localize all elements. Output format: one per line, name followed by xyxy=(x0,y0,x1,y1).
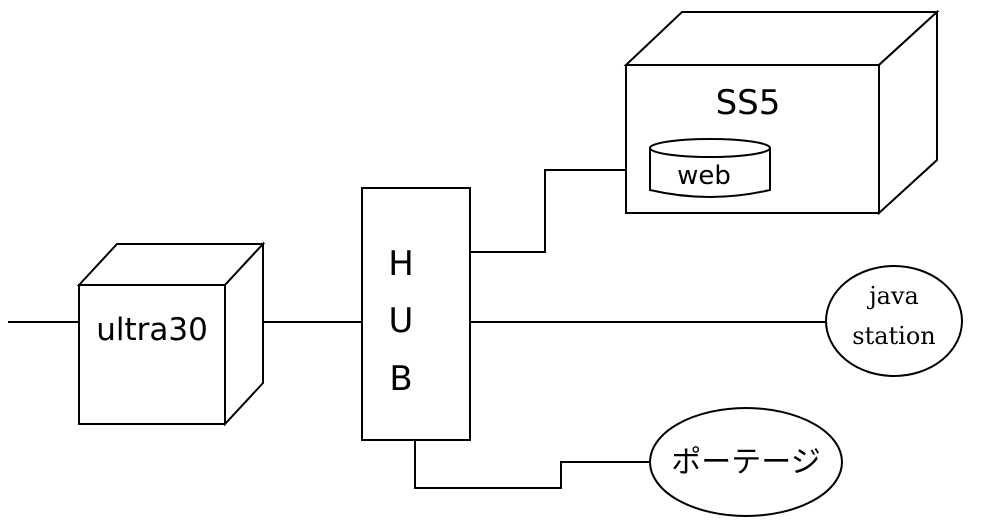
portage-label: ポーテージ xyxy=(671,445,820,480)
ss5-node: SS5 web xyxy=(623,9,940,216)
web-db-body xyxy=(649,148,771,198)
ultra30-front-face xyxy=(78,284,226,425)
ultra30-label: ultra30 xyxy=(96,312,208,348)
hub-letter-h: H xyxy=(388,244,414,284)
hub-letter-u: U xyxy=(389,301,414,341)
portage-node: ポーテージ xyxy=(649,407,843,517)
java-station-ellipse xyxy=(825,265,963,377)
portage-ellipse xyxy=(649,407,843,517)
java-station-node: java station xyxy=(825,265,963,377)
ultra30-node: ultra30 xyxy=(76,241,266,427)
web-database-icon: web xyxy=(649,138,771,198)
hub-letter-b: B xyxy=(389,359,412,399)
hub-box xyxy=(361,187,471,441)
java-station-label-line1: java xyxy=(866,282,919,310)
hub-portage-link xyxy=(414,440,650,489)
web-db-top xyxy=(649,138,771,158)
web-db-label: web xyxy=(677,161,731,191)
ss5-label: SS5 xyxy=(716,83,781,123)
hub-ss5-link xyxy=(470,169,626,253)
java-station-label-line2: station xyxy=(852,322,936,350)
hub-node: H U B xyxy=(361,187,471,441)
